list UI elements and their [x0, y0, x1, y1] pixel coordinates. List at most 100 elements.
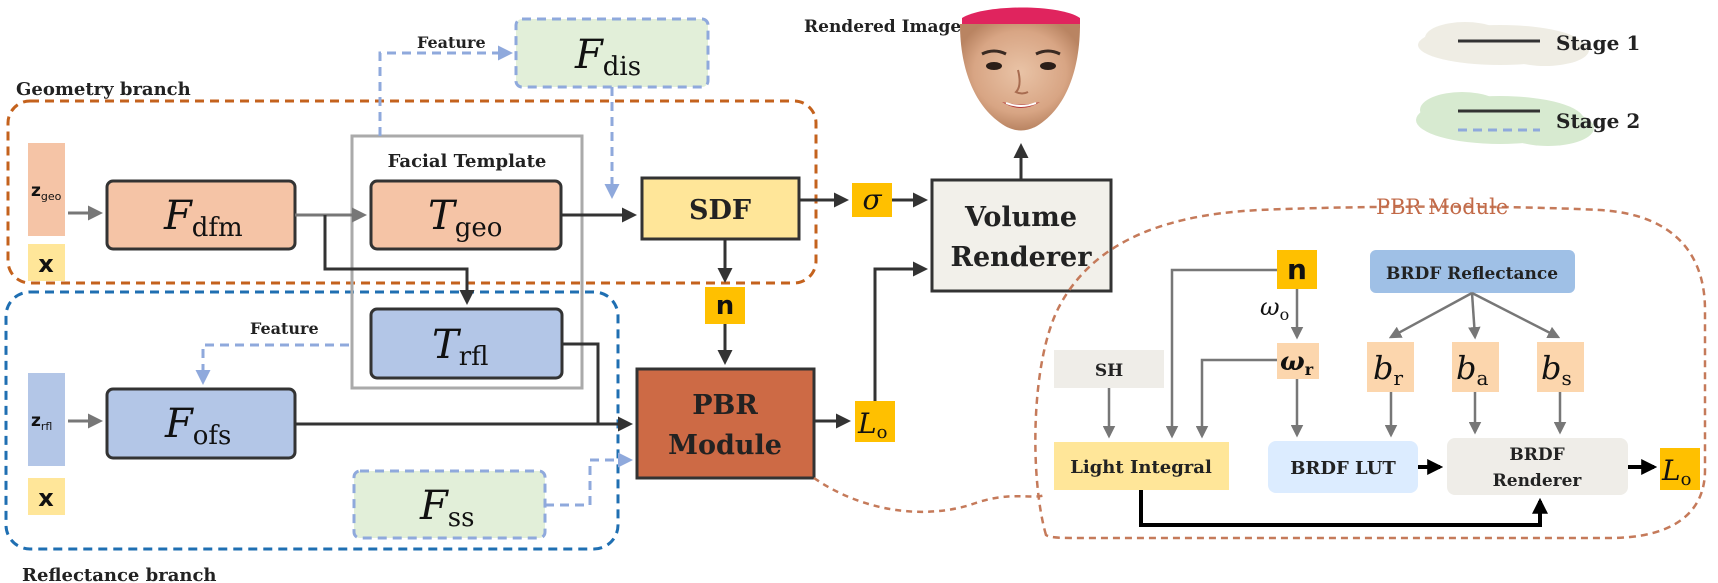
b-a-sub: a [1476, 366, 1488, 390]
sdf-label: SDF [689, 195, 751, 226]
t-geo-base: T [428, 193, 458, 239]
sdf-box [640, 176, 801, 241]
z-geo-base: z [31, 181, 41, 201]
svg-text:ba: ba [1456, 349, 1488, 390]
f-ss-base: F [419, 483, 449, 529]
n-box-mid [705, 287, 745, 324]
svg-text:ωo: ωo [1260, 293, 1289, 324]
facial-template-box [350, 134, 584, 390]
f-ofs-base: F [164, 401, 194, 447]
volume-renderer-box [930, 178, 1113, 293]
pbr-module-line1: PBR [692, 390, 758, 421]
brdf-lut-box [1268, 441, 1418, 493]
f-dfm-sub: dfm [192, 213, 243, 243]
x-input-bottom-label: x [38, 484, 54, 512]
brdf-lut-label: BRDF LUT [1290, 458, 1396, 479]
svg-text:Fdfm: Fdfm [163, 193, 243, 243]
b-r-box [1367, 342, 1414, 392]
facial-template-label: Facial Template [388, 151, 547, 172]
pbr-lo-sub: o [1681, 469, 1692, 490]
pbr-n-label: n [1287, 253, 1307, 286]
f-dfm-base: F [163, 193, 193, 239]
svg-text:Lo: Lo [857, 407, 887, 443]
feature-label-mid: Feature [250, 319, 319, 338]
svg-text:Fdis: Fdis [574, 32, 641, 82]
pbr-detail-outline [1034, 205, 1707, 540]
pbr-module-box [635, 367, 816, 480]
connectors-stage2 [195, 45, 633, 507]
pbr-module-line2: Module [668, 430, 782, 461]
connectors-main [68, 143, 1029, 432]
omega-r-base: ω [1280, 347, 1305, 377]
t-rfl-sub: rfl [459, 342, 489, 372]
z-rfl-input [28, 373, 65, 466]
sigma-box [852, 183, 892, 217]
volume-renderer-line2: Renderer [951, 242, 1093, 273]
svg-text:br: br [1373, 349, 1403, 390]
lo-box-mid [855, 401, 895, 442]
legend-stage2-label: Stage 2 [1556, 109, 1640, 133]
b-s-base: b [1541, 349, 1561, 387]
x-input-top [28, 244, 65, 281]
z-geo-sub: geo [41, 190, 62, 203]
brdf-reflectance-box [1370, 250, 1575, 293]
b-s-box [1537, 342, 1584, 392]
pbr-detail-connectors [1102, 268, 1567, 439]
b-a-base: b [1456, 349, 1476, 387]
z-geo-input [28, 143, 65, 236]
feature-label-top: Feature [417, 33, 486, 52]
b-r-base: b [1373, 349, 1393, 387]
omega-o-sub: o [1280, 305, 1290, 324]
brdf-renderer-box [1447, 438, 1628, 495]
reflectance-branch-label: Reflectance branch [22, 565, 217, 583]
rendered-image-label: Rendered Image [804, 17, 961, 37]
pbr-n-box [1277, 250, 1317, 289]
svg-text:ωr: ωr [1280, 347, 1314, 379]
sh-label: SH [1095, 361, 1123, 381]
svg-text:Trfl: Trfl [432, 322, 488, 372]
svg-text:zrfl: zrfl [31, 411, 52, 433]
pbr-zoom-connector [813, 476, 1046, 514]
pbr-omega-r-box [1277, 343, 1319, 379]
volume-renderer-line1: Volume [964, 202, 1077, 233]
sh-box [1054, 350, 1164, 388]
light-integral-label: Light Integral [1070, 457, 1212, 478]
n-mid-label: n [716, 291, 735, 321]
f-dis-base: F [574, 32, 604, 78]
b-s-sub: s [1561, 366, 1571, 390]
t-geo-sub: geo [455, 213, 503, 243]
rendered-face-image [960, 7, 1080, 131]
z-rfl-base: z [31, 411, 41, 431]
legend-stage2: Stage 2 [1416, 92, 1640, 146]
sigma-label: σ [862, 183, 882, 216]
f-dis-sub: dis [603, 52, 641, 82]
t-rfl-base: T [432, 322, 462, 368]
geometry-branch-box [6, 99, 818, 285]
legend-stage1: Stage 1 [1418, 22, 1640, 66]
b-r-sub: r [1393, 366, 1403, 390]
brdf-renderer-line1: BRDF [1509, 445, 1564, 465]
omega-r-sub: r [1305, 360, 1314, 379]
f-dis-box [514, 17, 710, 89]
svg-text:zgeo: zgeo [31, 181, 62, 203]
lo-mid-base: L [857, 407, 877, 440]
b-a-box [1452, 342, 1499, 392]
omega-o-base: ω [1260, 293, 1280, 321]
svg-text:Fss: Fss [419, 483, 474, 533]
brdf-reflectance-label: BRDF Reflectance [1386, 264, 1558, 284]
pbr-detail-black-connectors [1139, 459, 1658, 527]
pbr-lo-box [1660, 448, 1700, 490]
svg-text:Fofs: Fofs [164, 401, 231, 451]
light-integral-box [1054, 442, 1229, 490]
z-rfl-sub: rfl [41, 420, 52, 433]
geometry-branch-label: Geometry branch [16, 79, 191, 100]
legend-stage1-label: Stage 1 [1556, 31, 1640, 55]
svg-text:Lo: Lo [1661, 454, 1691, 490]
f-ss-sub: ss [448, 503, 475, 533]
lo-mid-sub: o [877, 422, 888, 443]
brdf-renderer-line2: Renderer [1493, 471, 1583, 491]
x-input-top-label: x [38, 250, 54, 278]
svg-text:bs: bs [1541, 349, 1572, 390]
x-input-bottom [28, 478, 65, 515]
